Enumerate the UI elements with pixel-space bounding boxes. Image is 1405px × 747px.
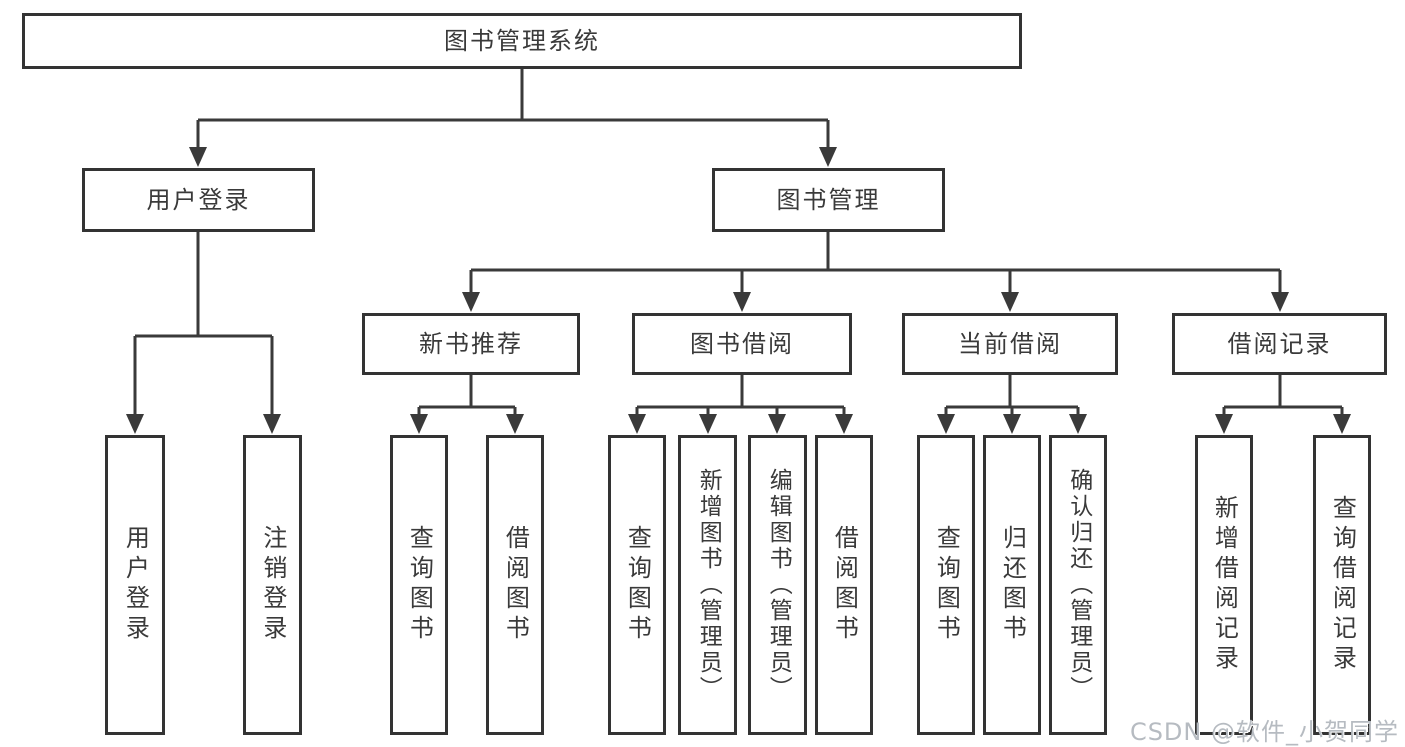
arrow-down-icon (1001, 292, 1019, 312)
arrow-down-icon (1069, 414, 1087, 434)
leaf-bb-query-books: 查询图书 (608, 435, 666, 735)
arrow-down-icon (263, 414, 281, 434)
node-book-borrowing: 图书借阅 (632, 313, 852, 375)
arrow-down-icon (819, 147, 837, 167)
leaf-logout: 注销登录 (243, 435, 302, 735)
arrow-down-icon (835, 414, 853, 434)
node-borrowing-records: 借阅记录 (1172, 313, 1387, 375)
connector-lines (133, 69, 1344, 416)
arrow-down-icon (410, 414, 428, 434)
leaf-user-login: 用户登录 (105, 435, 165, 735)
leaf-bb-edit-books-admin: 编辑图书（管理员） (748, 435, 807, 735)
arrow-down-icon (126, 414, 144, 434)
node-current-borrowing: 当前借阅 (902, 313, 1118, 375)
leaf-label: 查询图书 (623, 525, 652, 645)
leaf-label: 查询图书 (405, 525, 434, 645)
leaf-label: 查询图书 (932, 525, 961, 645)
arrow-down-icon (733, 292, 751, 312)
arrow-down-icon (1215, 414, 1233, 434)
leaf-label: 查询借阅记录 (1328, 495, 1357, 675)
leaf-label: 确认归还（管理员） (1065, 468, 1092, 702)
arrow-down-icon (699, 414, 717, 434)
leaf-cb-return-books: 归还图书 (983, 435, 1041, 735)
arrow-down-icon (506, 414, 524, 434)
leaf-label: 新增借阅记录 (1210, 495, 1239, 675)
leaf-cb-query-books: 查询图书 (917, 435, 975, 735)
leaf-br-query-record: 查询借阅记录 (1313, 435, 1371, 735)
leaf-label: 新增图书（管理员） (695, 468, 722, 702)
leaf-label: 借阅图书 (830, 525, 859, 645)
arrow-down-icon (1003, 414, 1021, 434)
arrow-down-icon (1333, 414, 1351, 434)
leaf-bb-add-books-admin: 新增图书（管理员） (678, 435, 737, 735)
leaf-label: 注销登录 (258, 525, 287, 645)
leaf-label: 借阅图书 (501, 525, 530, 645)
node-new-book-recommend: 新书推荐 (362, 313, 580, 375)
node-library-system: 图书管理系统 (22, 13, 1022, 69)
node-book-management: 图书管理 (712, 168, 945, 232)
arrow-down-icon (189, 147, 207, 167)
arrow-down-icon (1271, 292, 1289, 312)
arrow-down-icon (937, 414, 955, 434)
leaf-cb-confirm-return-admin: 确认归还（管理员） (1049, 435, 1107, 735)
arrow-down-icon (768, 414, 786, 434)
leaf-bb-borrow-books: 借阅图书 (815, 435, 873, 735)
csdn-watermark: CSDN @软件_小贺同学 (1129, 718, 1399, 746)
leaf-label: 用户登录 (121, 525, 150, 645)
leaf-label: 编辑图书（管理员） (765, 468, 792, 702)
leaf-nb-query-books: 查询图书 (390, 435, 448, 735)
node-user-login: 用户登录 (82, 168, 315, 232)
arrowheads (126, 147, 1351, 434)
leaf-nb-borrow-books: 借阅图书 (486, 435, 544, 735)
arrow-down-icon (628, 414, 646, 434)
arrow-down-icon (462, 292, 480, 312)
leaf-label: 归还图书 (998, 525, 1027, 645)
leaf-br-add-record: 新增借阅记录 (1195, 435, 1253, 735)
